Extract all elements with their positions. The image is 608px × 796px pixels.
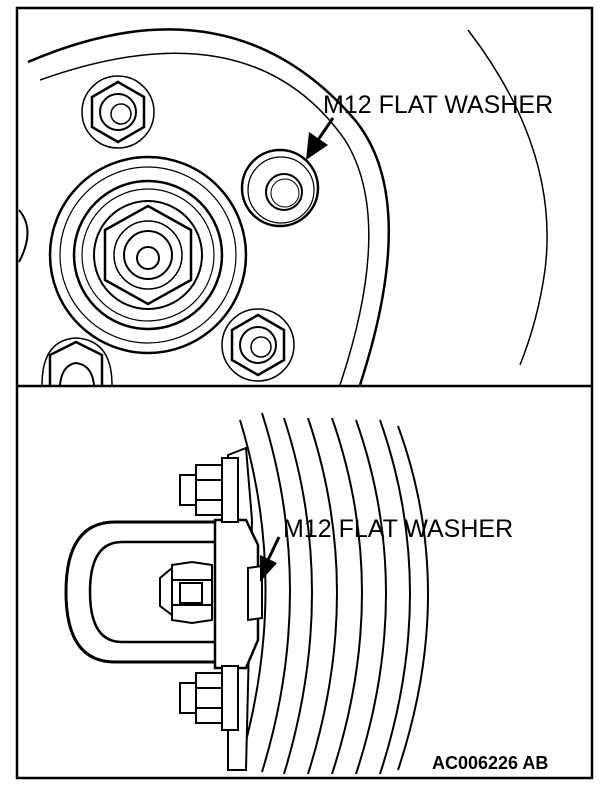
pulley-far-arc [467,29,548,366]
flange-nut-right [221,308,295,382]
callout-arrow-lower [260,536,281,582]
figure-frame [15,6,594,780]
upper-view [18,28,548,386]
callout-label-lower: M12 FLAT WASHER [283,515,513,543]
pulley-holder-tool [64,520,215,664]
flange-nut-top [81,75,155,149]
crank-hub [48,155,248,355]
pulley-rim-arc [39,52,370,386]
pulley-front-plate [213,518,260,670]
side-bolt-lower [179,665,239,731]
flat-washer-lower [247,564,263,622]
callout-label-upper: M12 FLAT WASHER [323,91,553,119]
pulley-grooves [237,412,429,775]
side-bolt-upper [179,457,239,523]
hub-hex-bolt [103,204,193,306]
figure-code: AC006226 AB [432,753,548,773]
flat-washer-upper [240,148,320,228]
pulley-outer-arc [27,28,391,386]
left-edge-ring [18,209,29,263]
holder-center-nut [159,560,213,625]
flange-nut-bottom-left [41,337,113,386]
lower-view [64,412,429,775]
callout-arrow-upper [306,117,335,160]
